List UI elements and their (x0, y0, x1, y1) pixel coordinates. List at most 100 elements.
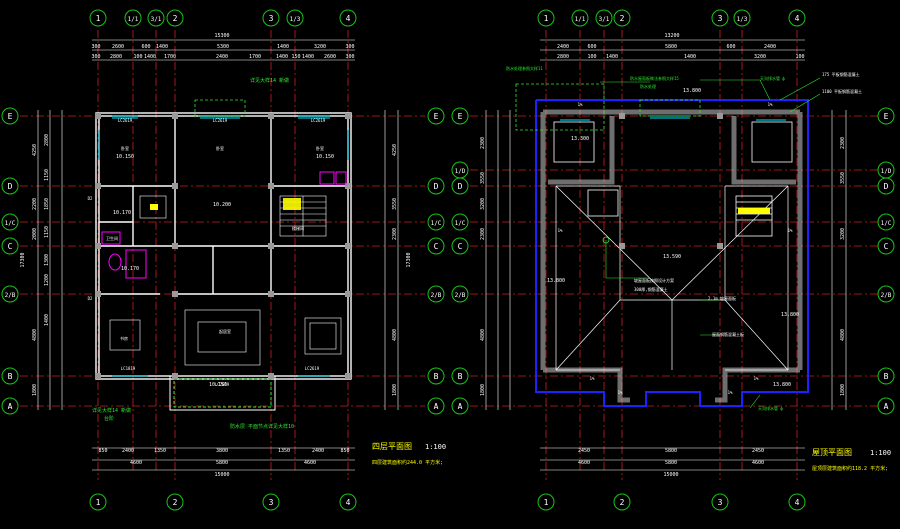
left-bottom-dim-row1: 1350 (154, 448, 166, 454)
right-stair-highlight (738, 208, 770, 214)
left-room-label: D2 (88, 196, 93, 201)
left-right-axis-bubble: C (427, 237, 445, 255)
svg-text:C: C (884, 242, 889, 251)
left-top-dim-row2: 100 (133, 54, 142, 60)
left-elevation-mark: 10.170 (121, 266, 139, 272)
left-side-dim-inner: 1150 (44, 226, 50, 238)
right-top-axis-bubble: 1 (537, 9, 555, 27)
left-elevation-mark: 10.150 (209, 382, 227, 388)
right-left-dim: 2300 (480, 228, 486, 240)
left-top-dim-row2: 2600 (324, 54, 336, 60)
right-mid-note4: 屋面钢筋混凝土板 (712, 331, 744, 337)
left-bottom-axis-bubble: 4 (339, 493, 357, 511)
right-slope-label: 1% (618, 390, 623, 395)
left-side-dim-inner: 1850 (44, 198, 50, 210)
right-slope-label: 1% (788, 228, 793, 233)
right-bottom-axis-bubble: 4 (788, 493, 806, 511)
left-top-axis-bubble: 1 (89, 9, 107, 27)
left-bottom-dim-row1: 3800 (216, 448, 228, 454)
svg-text:B: B (884, 372, 889, 381)
left-stair-highlight (283, 198, 301, 210)
svg-text:2: 2 (620, 14, 625, 23)
right-right-axis-bubble: C (877, 237, 895, 255)
right-left-axis-bubble: 1/C (451, 213, 469, 231)
left-room-label: LC2619 (213, 118, 228, 123)
left-plan-scale: 1:100 (425, 443, 446, 451)
svg-text:2/B: 2/B (455, 292, 466, 299)
svg-text:A: A (434, 402, 439, 411)
svg-text:E: E (884, 112, 889, 121)
right-windows (560, 115, 786, 121)
left-top-dim-row1: 1400 (277, 44, 289, 50)
left-side-axis-bubble: A (1, 397, 19, 415)
right-top-axis-bubble: 1/1 (571, 9, 589, 27)
right-right-dim: 4800 (840, 329, 846, 341)
right-right-dim: 2300 (840, 137, 846, 149)
left-bottom-dim-row1: 1350 (278, 448, 290, 454)
right-top-dim-row2: 1400 (684, 54, 696, 60)
svg-text:4: 4 (346, 498, 351, 507)
right-left-dim: 2300 (480, 137, 486, 149)
left-dimension-lines (37, 39, 399, 471)
right-left-axis-bubble: B (451, 367, 469, 385)
left-room-label: 书房 (120, 335, 128, 341)
left-room-label: 卫生间 (106, 235, 118, 241)
left-side-axis-bubble: E (1, 107, 19, 125)
left-top-dim-row2: 1400 (276, 54, 288, 60)
left-side-dim-outer: 4250 (32, 144, 38, 156)
right-top-axis-bubble: 3 (711, 9, 729, 27)
right-bottom-dim-row2: 4600 (578, 460, 590, 466)
left-side-axis-bubble: 2/B (1, 285, 19, 303)
right-bottom-note: 天沟排水管 ф (758, 405, 783, 411)
left-bottom-axis-bubble: 2 (166, 493, 184, 511)
left-room-label: 卧室 (216, 145, 224, 151)
left-room-label: LC2619 (305, 366, 320, 371)
left-bottom-dim-row1: 850 (340, 448, 349, 454)
svg-text:1: 1 (544, 498, 549, 507)
svg-text:1/C: 1/C (881, 220, 892, 227)
left-top-axis-bubble: 2 (166, 9, 184, 27)
left-side-dim-inner: 1400 (44, 314, 50, 326)
right-top-note2: 防水屋面板做法参照大样15 (630, 75, 679, 81)
right-bottom-dim-row1: 2450 (752, 448, 764, 454)
svg-text:4: 4 (795, 14, 800, 23)
right-bottom-axis-bubble: 3 (711, 493, 729, 511)
right-slope-label: 1% (558, 228, 563, 233)
svg-text:B: B (434, 372, 439, 381)
left-side-axis-bubble: D (1, 177, 19, 195)
right-right-dim: 1800 (840, 384, 846, 396)
right-slope-label: 1% (754, 376, 759, 381)
left-top-dim-row2: 1400 (144, 54, 156, 60)
left-room-label: 卧室 (316, 145, 324, 151)
right-top-dim-row2: 100 (795, 54, 804, 60)
left-top-total-dim: 15300 (214, 33, 229, 39)
left-side-dim-outer: 2000 (32, 228, 38, 240)
left-bottom-total-dim: 15000 (214, 472, 229, 478)
svg-text:C: C (458, 242, 463, 251)
right-right-axis-bubble: B (877, 367, 895, 385)
left-bottom-note: 防水层 平面节点详见大样10 (230, 423, 294, 430)
svg-text:2/B: 2/B (431, 292, 442, 299)
right-left-axis-bubble: D (451, 177, 469, 195)
left-bottom-left-note2: 台阶 (104, 415, 114, 422)
left-side-axis-bubble: 1/C (1, 213, 19, 231)
left-right-axis-bubble: E (427, 107, 445, 125)
right-right-dim: 3550 (840, 172, 846, 184)
svg-text:1/D: 1/D (881, 168, 892, 175)
left-top-dim-row2: 2400 (216, 54, 228, 60)
svg-text:3: 3 (718, 498, 723, 507)
svg-text:3/1: 3/1 (151, 16, 162, 23)
right-left-axis-bubble: 1/D (451, 161, 469, 179)
svg-text:B: B (458, 372, 463, 381)
right-elevation-mark: 13.800 (773, 382, 791, 388)
right-top-dim-row1: 2400 (764, 44, 776, 50)
left-room-label: LC1819 (121, 366, 136, 371)
svg-text:3: 3 (269, 14, 274, 23)
right-top-axis-bubble: 1/3 (733, 9, 751, 27)
svg-text:E: E (458, 112, 463, 121)
right-bottom-dim-row1: 2450 (578, 448, 590, 454)
